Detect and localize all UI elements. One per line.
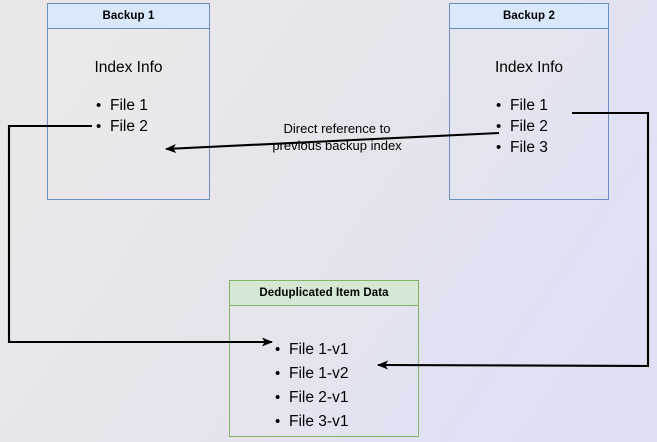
- backup1-index-info-label: Index Info: [94, 59, 163, 76]
- list-item: File 2-v1: [275, 386, 348, 410]
- backup2-index-info-label: Index Info: [494, 59, 564, 76]
- backup2-body: Index Info: [450, 29, 608, 199]
- list-item: File 1-v2: [275, 362, 348, 386]
- list-item: File 2: [96, 116, 148, 137]
- backup1-body: Index Info: [48, 29, 209, 199]
- list-item: File 3-v1: [275, 410, 348, 434]
- list-item: File 1: [496, 95, 548, 116]
- direct-reference-line-1: Direct reference to: [283, 121, 391, 136]
- dedup-file-list: File 1-v1 File 1-v2 File 2-v1 File 3-v1: [275, 338, 348, 434]
- list-item: File 3: [496, 137, 548, 158]
- list-item: File 1-v1: [275, 338, 348, 362]
- direct-reference-annotation: Direct reference to previous backup inde…: [252, 120, 422, 154]
- direct-reference-line-2: previous backup index: [272, 138, 402, 153]
- dedup-header: Deduplicated Item Data: [230, 281, 418, 306]
- backup2-file-list: File 1 File 2 File 3: [496, 95, 548, 158]
- list-item: File 2: [496, 116, 548, 137]
- list-item: File 1: [96, 95, 148, 116]
- backup2-header: Backup 2: [450, 4, 608, 29]
- backup1-file-list: File 1 File 2: [96, 95, 148, 137]
- backup1-header: Backup 1: [48, 4, 209, 29]
